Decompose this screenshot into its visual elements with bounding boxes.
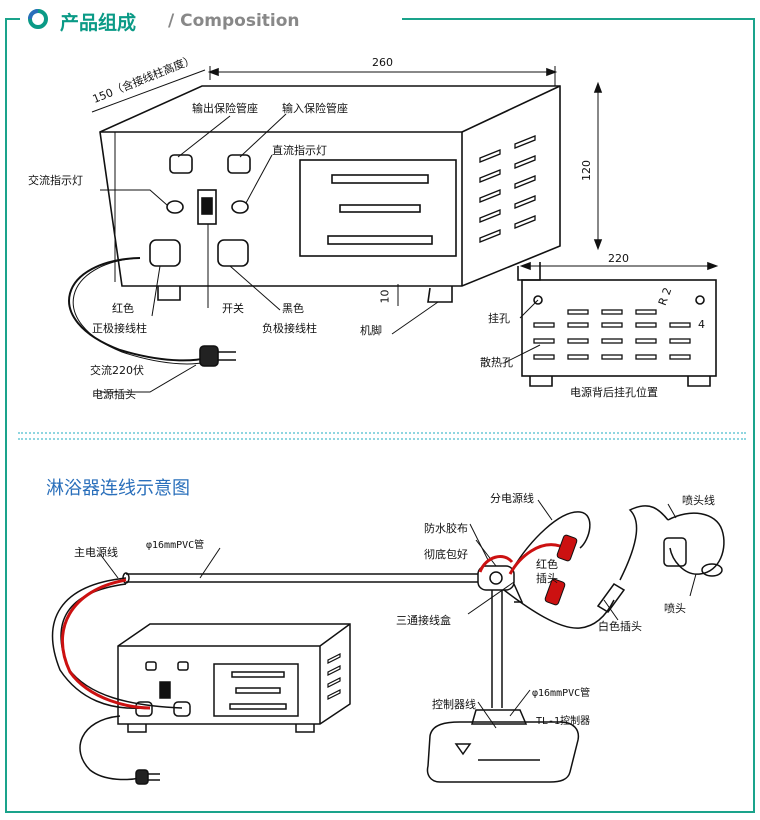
label-controller-cable: 控制器线 (432, 698, 476, 711)
label-vent: 散热孔 (480, 356, 513, 369)
label-ac-light: 交流指示灯 (28, 174, 83, 187)
separator-dots (18, 432, 746, 434)
label-white-plug: 白色插头 (598, 620, 642, 633)
label-plug: 电源插头 (92, 388, 136, 401)
red-wires (60, 543, 561, 710)
frame-border (5, 18, 755, 813)
label-junction: 三通接线盒 (396, 614, 451, 627)
label-switch: 开关 (222, 302, 244, 315)
label-foot: 机脚 (360, 324, 382, 337)
label-output-fuse: 输出保险管座 (192, 102, 258, 115)
header-ring-accent (28, 9, 39, 20)
label-branch-cable: 分电源线 (490, 492, 534, 505)
label-black: 黑色 (282, 302, 304, 315)
dim-width: 260 (372, 56, 393, 69)
label-pvc-top: φ16mmPVC管 (146, 540, 205, 551)
label-negative: 负极接线柱 (262, 322, 317, 335)
label-head: 喷头 (664, 602, 686, 615)
back-view-drawing (505, 261, 719, 387)
power-supply-drawing (68, 66, 603, 393)
header-title: 产品组成 (60, 12, 137, 34)
label-pvc-bottom: φ16mmPVC管 (532, 688, 591, 699)
label-head-cable: 喷头线 (682, 494, 715, 507)
label-positive: 正极接线柱 (92, 322, 147, 335)
wiring-drawing (51, 499, 725, 785)
label-ac220: 交流220伏 (90, 364, 144, 377)
label-red-plug-1: 红色 (536, 558, 558, 571)
label-tape: 防水胶布 (424, 522, 468, 535)
label-wrap: 彻底包好 (424, 548, 468, 561)
dim-height: 120 (580, 160, 593, 181)
label-hang-hole: 挂孔 (488, 312, 510, 325)
dim-foot: 10 (378, 289, 392, 304)
red-plugs (544, 534, 578, 606)
header-subtitle: / Composition (168, 11, 300, 31)
label-red: 红色 (112, 302, 134, 315)
dim-4: 4 (698, 318, 705, 331)
section2-title: 淋浴器连线示意图 (46, 478, 190, 499)
label-red-plug-2: 插头 (536, 572, 558, 585)
label-dc-light: 直流指示灯 (272, 144, 327, 157)
dim-back-width: 220 (608, 252, 629, 265)
separator-dots-2 (18, 438, 746, 440)
label-controller: TL-1控制器 (536, 716, 591, 727)
label-main-cable: 主电源线 (74, 546, 118, 559)
back-caption: 电源背后挂孔位置 (570, 386, 658, 399)
label-input-fuse: 输入保险管座 (282, 102, 348, 115)
